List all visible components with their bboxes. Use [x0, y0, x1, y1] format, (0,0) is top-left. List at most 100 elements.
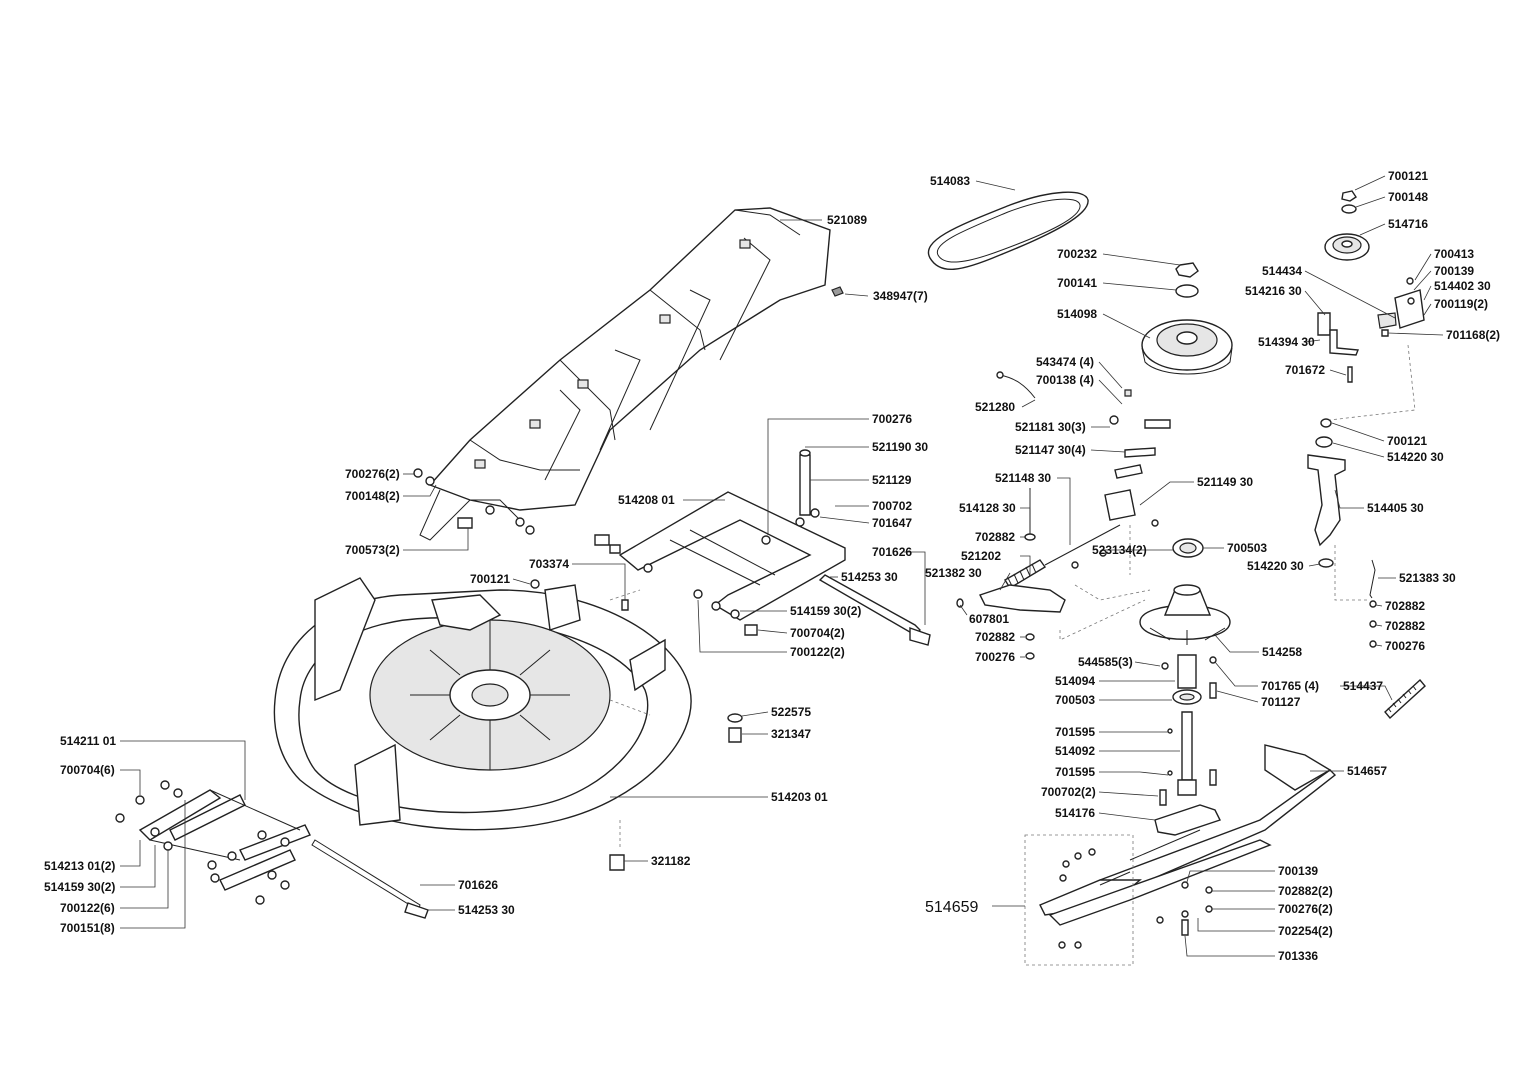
part-label: 701626 — [458, 878, 498, 892]
part-label: 701168(2) — [1446, 328, 1500, 342]
part-label: 607801 — [969, 612, 1009, 626]
part-label: 522575 — [771, 705, 811, 719]
part-label: 702882 — [975, 530, 1015, 544]
part-label: 700276 — [1385, 639, 1425, 653]
part-label: 700138 (4) — [1036, 373, 1094, 387]
part-label: 700121 — [1387, 434, 1427, 448]
part-label: 514220 30 — [1247, 559, 1304, 573]
part-label: 521190 30 — [872, 440, 928, 454]
part-label: 321347 — [771, 727, 811, 741]
part-label: 700276 — [975, 650, 1015, 664]
part-label: 701626 — [872, 545, 912, 559]
part-label: 514220 30 — [1387, 450, 1444, 464]
part-label: 514159 30(2) — [44, 880, 115, 894]
part-label: 521149 30 — [1197, 475, 1253, 489]
part-label: 702882 — [975, 630, 1015, 644]
part-label: 702254(2) — [1278, 924, 1333, 938]
part-label: 700573(2) — [345, 543, 400, 557]
part-label: 514213 01(2) — [44, 859, 115, 873]
part-number-labels: 514083 521089 348947(7) 700276(2) 700148… — [44, 169, 1500, 963]
part-label: 514434 — [1262, 264, 1302, 278]
part-label: 521129 — [872, 473, 912, 487]
part-label: 702882(2) — [1278, 884, 1333, 898]
part-label: 348947(7) — [873, 289, 928, 303]
part-label: 521383 30 — [1399, 571, 1456, 585]
part-label: 514258 — [1262, 645, 1302, 659]
part-label: 700122(6) — [60, 901, 115, 915]
part-label: 700503 — [1055, 693, 1095, 707]
part-label: 514094 — [1055, 674, 1095, 688]
part-label: 514437 — [1343, 679, 1383, 693]
part-label: 514402 30 — [1434, 279, 1491, 293]
part-label: 701647 — [872, 516, 912, 530]
part-label: 700704(6) — [60, 763, 115, 777]
part-label: 514159 30(2) — [790, 604, 861, 618]
part-label: 514716 — [1388, 217, 1428, 231]
part-label: 700413 — [1434, 247, 1474, 261]
part-label: 521202 — [961, 549, 1001, 563]
part-label: 703374 — [529, 557, 569, 571]
part-label: 700704(2) — [790, 626, 845, 640]
tension-links — [956, 371, 1204, 660]
part-label: 544585(3) — [1078, 655, 1133, 669]
spindle-assembly — [1139, 584, 1231, 836]
part-label: 543474 (4) — [1036, 355, 1094, 369]
part-label: 521181 30(3) — [1015, 420, 1086, 434]
part-label: 701672 — [1285, 363, 1325, 377]
part-label: 514083 — [930, 174, 970, 188]
part-label: 700276(2) — [345, 467, 400, 481]
part-label: 700119(2) — [1434, 297, 1488, 311]
part-label: 514211 01 — [60, 734, 116, 748]
blades — [1024, 744, 1337, 966]
part-label: 321182 — [651, 854, 691, 868]
right-pulley-assembly — [1317, 190, 1425, 383]
part-label: 700151(8) — [60, 921, 115, 935]
part-label: 700148 — [1388, 190, 1428, 204]
hinge-plates — [115, 780, 429, 919]
part-label: 521148 30 — [995, 471, 1051, 485]
part-label: 701336 — [1278, 949, 1318, 963]
part-label: 514253 30 — [458, 903, 515, 917]
part-label: 514657 — [1347, 764, 1387, 778]
part-label: 700702(2) — [1041, 785, 1096, 799]
part-label: 700121 — [1388, 169, 1428, 183]
leader-lines — [120, 175, 1444, 957]
part-label: 521280 — [975, 400, 1015, 414]
part-label: 514659 — [925, 899, 978, 916]
part-label: 514176 — [1055, 806, 1095, 820]
deflector-frame — [594, 449, 931, 646]
part-label: 514203 01 — [771, 790, 828, 804]
part-label: 700148(2) — [345, 489, 400, 503]
belt — [927, 191, 1089, 270]
center-pulley — [1141, 262, 1233, 375]
part-label: 521089 — [827, 213, 867, 227]
part-label: 521382 30 — [925, 566, 982, 580]
part-label: 700276(2) — [1278, 902, 1333, 916]
part-label: 700276 — [872, 412, 912, 426]
part-label: 701765 (4) — [1261, 679, 1319, 693]
part-label: 701127 — [1261, 695, 1301, 709]
part-label: 700232 — [1057, 247, 1097, 261]
part-label: 514253 30 — [841, 570, 898, 584]
chute-fasteners — [413, 468, 535, 535]
part-label: 514128 30 — [959, 501, 1016, 515]
part-label: 701595 — [1055, 765, 1095, 779]
part-label: 702882 — [1385, 599, 1425, 613]
part-label: 514394 30 — [1258, 335, 1315, 349]
part-label: 700139 — [1434, 264, 1474, 278]
part-label: 514216 30 — [1245, 284, 1302, 298]
grass-chute — [419, 207, 844, 541]
part-label: 514092 — [1055, 744, 1095, 758]
part-label: 700122(2) — [790, 645, 845, 659]
part-label: 700141 — [1057, 276, 1097, 290]
part-label: 700702 — [872, 499, 912, 513]
part-label: 701595 — [1055, 725, 1095, 739]
part-label: 514098 — [1057, 307, 1097, 321]
part-label: 700503 — [1227, 541, 1267, 555]
part-label: 514405 30 — [1367, 501, 1424, 515]
mower-deck — [273, 577, 743, 871]
part-label: 523134(2) — [1092, 543, 1147, 557]
idler-arm-bracket — [1307, 418, 1426, 720]
part-label: 700139 — [1278, 864, 1318, 878]
